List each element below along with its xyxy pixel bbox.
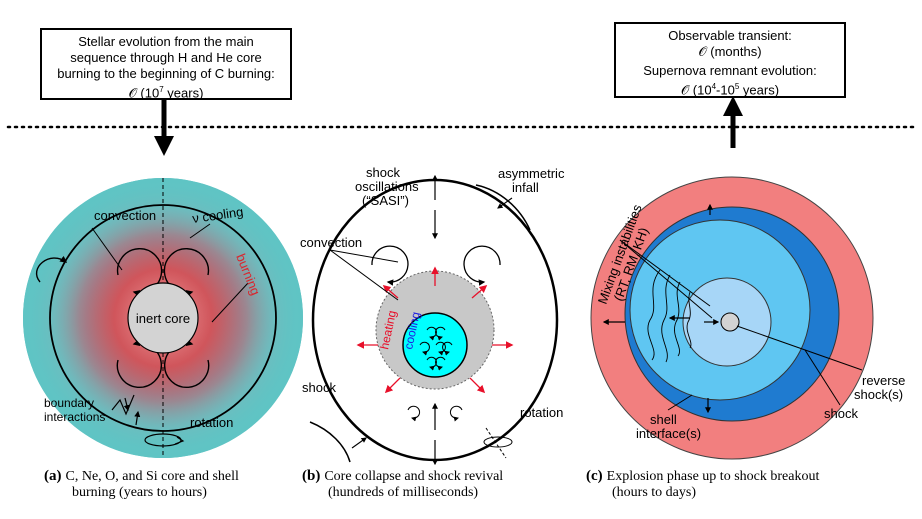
label-inert-core: inert core	[136, 311, 190, 326]
caption-a: (a)C, Ne, O, and Si core and shell burni…	[44, 468, 239, 500]
label-shock-b: shock	[302, 380, 336, 395]
label-rotation-b: rotation	[520, 405, 563, 420]
label-shell-1: shell	[650, 412, 677, 427]
label-reverse-1: reverse	[862, 373, 905, 388]
label-shock-osc-2: oscillations	[355, 179, 419, 194]
remnant-core	[720, 312, 740, 332]
box-left-line1: Stellar evolution from the main	[78, 34, 254, 49]
inner-convection	[419, 326, 453, 371]
label-convection-a: convection	[94, 208, 156, 223]
box-left-line3: burning to the beginning of C burning:	[57, 66, 275, 81]
panel-b-core	[309, 174, 559, 466]
panel-c-explosion	[590, 176, 874, 460]
panel-a-star	[23, 178, 303, 458]
observable-transient-box: Observable transient: 𝒪 (months) Superno…	[614, 22, 846, 98]
label-nu-cooling: ν cooling	[191, 204, 244, 226]
label-boundary-1: boundary	[44, 396, 94, 410]
mixing-filaments	[647, 269, 692, 363]
label-asym-1: asymmetric	[498, 166, 565, 181]
caption-b: (b)Core collapse and shock revival (hund…	[302, 468, 504, 500]
box-left-line2: sequence through H and He core	[70, 50, 262, 65]
stellar-evolution-box: Stellar evolution from the main sequence…	[40, 28, 292, 100]
box-right-line2: 𝒪 (months)	[698, 44, 762, 59]
box-right-line4: 𝒪 (104-105 years)	[680, 82, 780, 98]
label-shock-osc-1: shock	[366, 165, 400, 180]
proto-neutron-star	[402, 312, 468, 378]
box-left-line4: 𝒪 (107 years)	[128, 85, 204, 101]
label-convection-b: convection	[300, 235, 362, 250]
box-right-line1: Observable transient:	[668, 28, 792, 43]
label-shock-c: shock	[824, 406, 858, 421]
label-reverse-2: shock(s)	[854, 387, 903, 402]
label-shock-osc-3: (“SASI”)	[362, 193, 409, 208]
down-arrow	[154, 98, 174, 156]
label-asym-2: infall	[512, 180, 539, 195]
heating-arrows	[356, 266, 514, 394]
box-right-line3: Supernova remnant evolution:	[643, 63, 817, 78]
label-boundary-2: interactions	[44, 410, 105, 424]
label-rotation-a: rotation	[190, 415, 233, 430]
inert-core	[127, 282, 199, 354]
up-arrow	[723, 96, 743, 148]
caption-c: (c)Explosion phase up to shock breakout …	[586, 468, 820, 500]
label-shell-2: interface(s)	[636, 426, 701, 441]
